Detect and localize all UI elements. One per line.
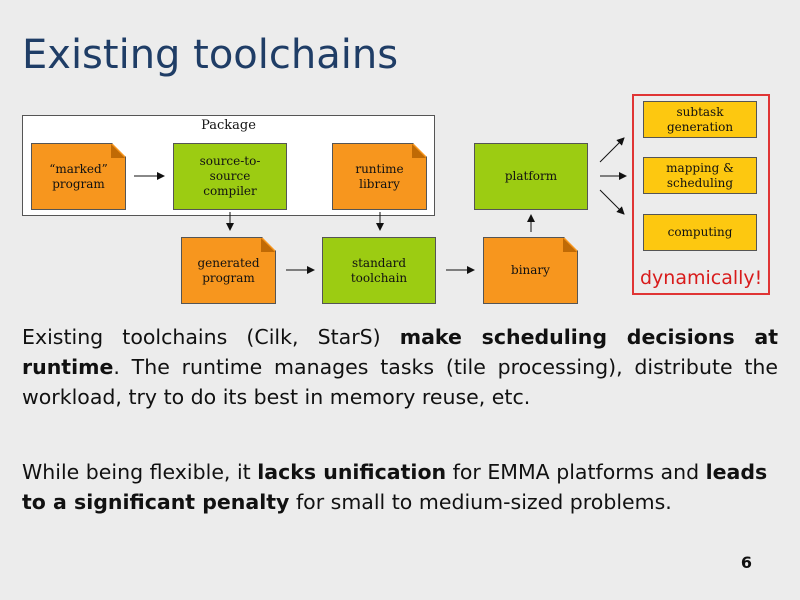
computing-node: computing	[643, 214, 757, 251]
subtask-generation-label: subtask generation	[666, 104, 734, 134]
slide-title: Existing toolchains	[22, 32, 399, 78]
p2-text-3: for small to medium-sized problems.	[289, 490, 672, 514]
package-label: Package	[201, 118, 256, 133]
p1-text-1: Existing toolchains (Cilk, StarS)	[22, 325, 400, 349]
computing-label: computing	[667, 225, 733, 239]
arrow-platform-to-subtask	[599, 137, 625, 163]
p2-bold-2: leads to a significant penalty	[22, 460, 768, 514]
binary-node: binary	[483, 237, 578, 304]
runtime-library-label: runtime library	[355, 161, 404, 191]
source-compiler-label: source-to-source compiler	[199, 154, 261, 198]
marked-program-node: “marked” program	[31, 143, 126, 210]
p1-bold-1: make scheduling decisions at runtime	[22, 325, 778, 379]
runtime-library-node: runtime library	[332, 143, 427, 210]
paragraph-penalty: While being flexible, it lacks unificati…	[22, 457, 778, 517]
binary-label: binary	[511, 263, 550, 277]
marked-program-label: “marked” program	[49, 161, 108, 191]
p2-text-1: While being flexible, it	[22, 460, 258, 484]
arrow-platform-to-computing	[599, 189, 625, 215]
platform-label: platform	[504, 169, 558, 183]
generated-program-node: generated program	[181, 237, 276, 304]
p1-text-2: . The runtime manages tasks (tile proces…	[22, 355, 778, 409]
standard-toolchain-node: standard toolchain	[322, 237, 436, 304]
source-compiler-node: source-to-source compiler	[173, 143, 287, 210]
subtask-generation-node: subtask generation	[643, 101, 757, 138]
dynamically-label: dynamically!	[640, 267, 763, 289]
page-number: 6	[740, 553, 752, 572]
paragraph-runtime-scheduling: Existing toolchains (Cilk, StarS) make s…	[22, 322, 778, 412]
platform-node: platform	[474, 143, 588, 210]
standard-toolchain-label: standard toolchain	[350, 255, 408, 285]
p2-text-2: for EMMA platforms and	[446, 460, 706, 484]
mapping-scheduling-label: mapping & scheduling	[666, 160, 734, 190]
dynamic-highlight-frame	[632, 94, 770, 295]
mapping-scheduling-node: mapping & scheduling	[643, 157, 757, 194]
p2-bold-1: lacks unification	[257, 460, 447, 484]
generated-program-label: generated program	[197, 255, 260, 285]
